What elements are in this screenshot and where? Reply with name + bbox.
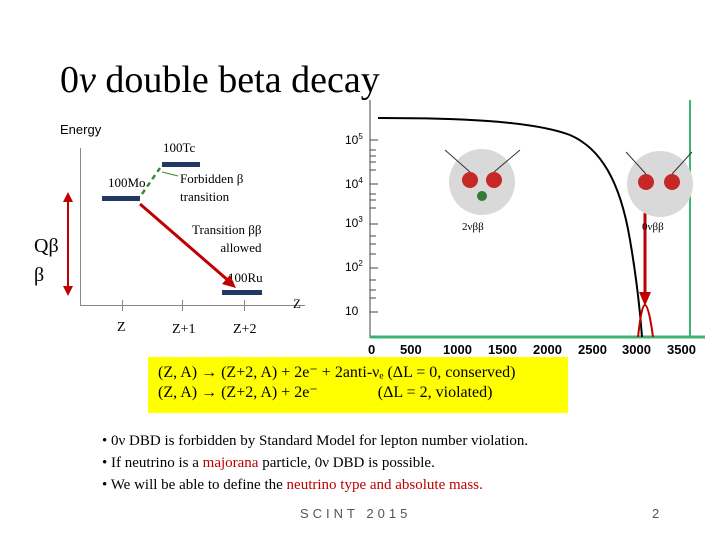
- mo-label: 100Mo: [108, 175, 146, 190]
- tc-label: 100Tc: [163, 140, 196, 155]
- equation-line-2-left: (Z, A) → (Z+2, A) + 2e⁻: [158, 384, 318, 401]
- y-tick-label: 103: [345, 215, 363, 230]
- y-tick-label: 105: [345, 132, 363, 147]
- bullet-2: • If neutrino is a majorana particle, 0ν…: [102, 452, 528, 474]
- inset-two-neutrino: 2νββ: [444, 149, 521, 233]
- page-number: 2: [652, 506, 660, 521]
- inset-right-label: 0νββ: [642, 221, 664, 233]
- y-tick-labels: 105 104 103 102 10: [345, 132, 363, 318]
- equation-line-2: (Z, A) → (Z+2, A) + 2e⁻ (ΔL = 2, violated…: [158, 383, 568, 403]
- z-tick-label: Z+1: [172, 322, 196, 337]
- ru-level: [222, 290, 262, 295]
- spectrum-plot: 105 104 103 102 10 2νββ 0νββ: [330, 100, 715, 360]
- nucleus-sphere: [627, 151, 693, 217]
- y-tick-label: 10: [345, 304, 359, 318]
- energy-axis: [80, 148, 81, 306]
- y-minor-ticks: [370, 139, 378, 313]
- q-beta-label: Qβ: [34, 235, 59, 257]
- allowed-transition-line: [139, 202, 231, 284]
- bullet-list: • 0ν DBD is forbidden by Standard Model …: [102, 430, 528, 496]
- y-tick-label: 104: [345, 176, 363, 191]
- inset-left-label: 2νββ: [462, 221, 484, 233]
- track-line: [493, 149, 521, 173]
- x-tick-label: 0: [368, 342, 375, 357]
- x-tick-labels: 0 500 1000 1500 2000 2500 3000 3500: [368, 342, 696, 357]
- allowed-label-line1: Transition ββ: [192, 222, 262, 237]
- electron-ball: [462, 172, 478, 188]
- allowed-label-line2: allowed: [220, 240, 262, 255]
- z-tick-label: Z+2: [233, 322, 257, 337]
- forbidden-transition-line: [140, 167, 162, 195]
- z-tick-label: Z: [117, 320, 126, 335]
- q-arrow-head-down: [63, 286, 73, 296]
- z-axis-label: Z: [293, 296, 301, 311]
- forbidden-label: Forbidden β transition: [180, 170, 243, 206]
- peak-pointer-arrow-head: [639, 292, 651, 306]
- tc-level: [162, 162, 200, 167]
- forbidden-label-line2: transition: [180, 189, 230, 204]
- x-tick-label: 1500: [488, 342, 517, 357]
- bullet-3: • We will be able to define the neutrino…: [102, 474, 528, 496]
- bullet-2-text: • If neutrino is a: [102, 455, 203, 471]
- beta-label: β: [34, 264, 45, 286]
- x-tick-label: 3500: [667, 342, 696, 357]
- z-tick: [244, 300, 245, 311]
- bullet-1: • 0ν DBD is forbidden by Standard Model …: [102, 433, 529, 449]
- nucleus-sphere: [449, 149, 515, 215]
- x-tick-label: 2500: [578, 342, 607, 357]
- mo-level: [102, 196, 140, 201]
- bullet-3-highlight: neutrino type and absolute mass.: [286, 477, 483, 493]
- two-neutrino-spectrum-line: [377, 117, 643, 338]
- x-tick-label: 3000: [622, 342, 651, 357]
- z-axis: [80, 305, 305, 306]
- equations-box: (Z, A) → (Z+2, A) + 2e⁻ + 2anti-νₑ (ΔL =…: [148, 357, 568, 413]
- z-tick: [122, 300, 123, 311]
- track-line: [444, 149, 471, 173]
- title-prefix: 0: [60, 59, 79, 101]
- equation-line-2-right: (ΔL = 2, violated): [377, 384, 493, 401]
- neutrino-ball: [477, 191, 487, 201]
- track-line: [671, 151, 693, 175]
- track-line: [625, 151, 647, 175]
- y-tick-label: 102: [345, 259, 363, 274]
- bullet-2-text-end: particle, 0ν DBD is possible.: [258, 455, 435, 471]
- slide-title: 0ν double beta decay: [60, 58, 380, 102]
- inset-zero-neutrino: 0νββ: [625, 151, 693, 233]
- x-tick-label: 500: [400, 342, 422, 357]
- title-nu: ν: [79, 59, 96, 101]
- bullet-2-highlight: majorana: [202, 455, 259, 471]
- spectrum-background: [330, 100, 715, 360]
- ru-label: 100Ru: [228, 270, 263, 285]
- allowed-arrow-head: [222, 275, 236, 288]
- energy-label: Energy: [60, 122, 102, 137]
- equation-line-1: (Z, A) → (Z+2, A) + 2e⁻ + 2anti-νₑ (ΔL =…: [158, 364, 516, 381]
- electron-ball: [638, 174, 654, 190]
- forbidden-pointer: [161, 171, 179, 177]
- forbidden-label-line1: Forbidden β: [180, 171, 244, 186]
- level-diagram-arrows: [63, 167, 236, 296]
- q-arrow-head-up: [63, 192, 73, 202]
- footer-text: SCINT 2015: [300, 506, 412, 521]
- allowed-label: Transition ββ allowed: [192, 221, 261, 257]
- electron-ball: [486, 172, 502, 188]
- z-tick: [182, 300, 183, 311]
- x-tick-label: 1000: [443, 342, 472, 357]
- electron-ball: [664, 174, 680, 190]
- x-tick-label: 2000: [533, 342, 562, 357]
- title-rest: double beta decay: [95, 59, 380, 101]
- bullet-3-text: • We will be able to define the: [102, 477, 287, 493]
